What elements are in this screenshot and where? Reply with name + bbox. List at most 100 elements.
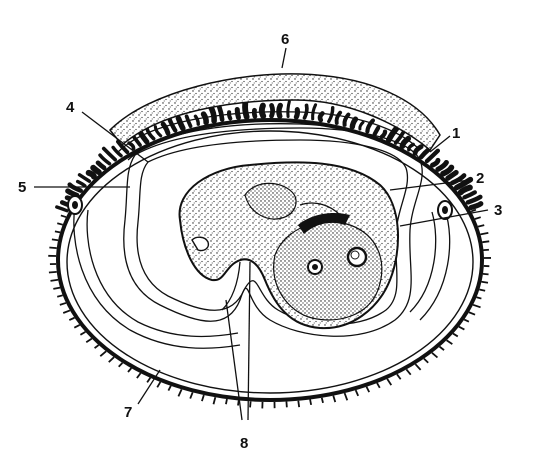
rim-hair	[59, 302, 67, 306]
rim-hair	[297, 400, 301, 408]
label-1: 1	[452, 125, 460, 142]
villus	[462, 190, 477, 200]
rim-hair	[51, 238, 59, 242]
villus	[101, 146, 117, 162]
villus	[116, 139, 130, 155]
rim-hair	[482, 240, 490, 244]
villus	[440, 164, 455, 177]
rim-hair	[73, 324, 81, 329]
rim-hair	[452, 332, 459, 338]
villus	[430, 157, 441, 168]
villus	[184, 114, 193, 129]
vessel-right	[419, 209, 451, 321]
embryo-heart-bulge	[244, 182, 297, 220]
villus	[372, 125, 381, 137]
rim-hair	[237, 400, 240, 406]
rim-hair	[468, 311, 476, 316]
rim-hair	[405, 368, 412, 376]
rim-hair	[62, 309, 71, 314]
amnion-membrane-inner	[136, 139, 409, 325]
rim-hair	[396, 373, 402, 380]
label-7: 7	[124, 404, 132, 421]
leader-7	[137, 369, 161, 405]
villus	[317, 111, 325, 123]
leader-4	[81, 111, 149, 163]
villus	[379, 129, 388, 140]
rim-hair	[48, 270, 57, 274]
villus	[251, 107, 258, 119]
villus	[55, 205, 69, 213]
rim-hair	[482, 272, 489, 276]
amnion-membrane-outer	[123, 127, 423, 337]
label-8: 8	[240, 435, 248, 452]
rim-hair	[309, 399, 313, 406]
rim-hair	[439, 345, 445, 351]
villus	[465, 194, 483, 205]
label-3: 3	[494, 202, 502, 219]
allantois-canal-inner	[127, 123, 411, 161]
rim-hair	[343, 392, 349, 401]
villus	[95, 160, 107, 171]
rim-hair	[332, 395, 337, 403]
rim-hair	[94, 344, 100, 349]
villus	[418, 147, 431, 160]
rim-hair	[472, 303, 481, 309]
villus	[98, 153, 112, 166]
villus	[293, 107, 301, 120]
label-6: 6	[281, 31, 289, 48]
rim-hair	[354, 389, 360, 397]
rim-hair	[60, 214, 67, 218]
villus	[286, 100, 291, 119]
rim-hair	[57, 222, 63, 226]
villus	[358, 120, 365, 131]
villus	[258, 102, 267, 120]
rim-hair	[458, 325, 465, 331]
villus	[90, 164, 102, 176]
vessel-left-inner	[86, 209, 239, 338]
villus	[160, 121, 171, 136]
rim-hair	[481, 280, 489, 284]
rim-hair	[446, 339, 453, 345]
umbilical-stalk	[221, 261, 241, 311]
villus	[424, 148, 441, 164]
rim-hair	[414, 363, 422, 371]
rim-hair	[479, 288, 486, 292]
rim-hair	[68, 316, 75, 321]
rim-hair	[108, 356, 115, 363]
villus	[276, 102, 283, 119]
rim-hair	[177, 388, 183, 397]
rim-hair	[49, 246, 57, 250]
villus	[193, 114, 200, 126]
rim-hair	[386, 378, 393, 386]
rim-hair	[476, 296, 482, 300]
leader-6	[281, 47, 287, 69]
rim-hair	[320, 397, 324, 404]
villus	[269, 103, 276, 119]
villus	[407, 142, 416, 152]
rim-hair	[376, 382, 381, 389]
rim-hair	[365, 386, 371, 393]
rim-hair	[127, 367, 132, 373]
rim-hair	[56, 294, 63, 298]
leader-8b	[247, 261, 251, 421]
leader-8a	[225, 299, 243, 421]
villus	[200, 111, 209, 126]
rim-hair	[156, 381, 162, 388]
rim-hair	[225, 398, 228, 405]
villus	[127, 141, 136, 151]
villus	[153, 125, 163, 138]
embryo-eye-right-pupil	[350, 250, 360, 260]
rim-hair	[136, 372, 142, 379]
embryo-somite-line	[299, 202, 341, 216]
leader-3	[399, 209, 489, 227]
vesicle-left-core	[72, 201, 78, 209]
rim-hair	[480, 232, 489, 236]
rim-hair	[118, 362, 124, 368]
villus	[349, 116, 359, 130]
vesicle-right-core	[442, 206, 448, 214]
chorionic-villi-rim	[48, 208, 492, 409]
villus	[226, 110, 233, 121]
rim-hair	[53, 286, 61, 290]
